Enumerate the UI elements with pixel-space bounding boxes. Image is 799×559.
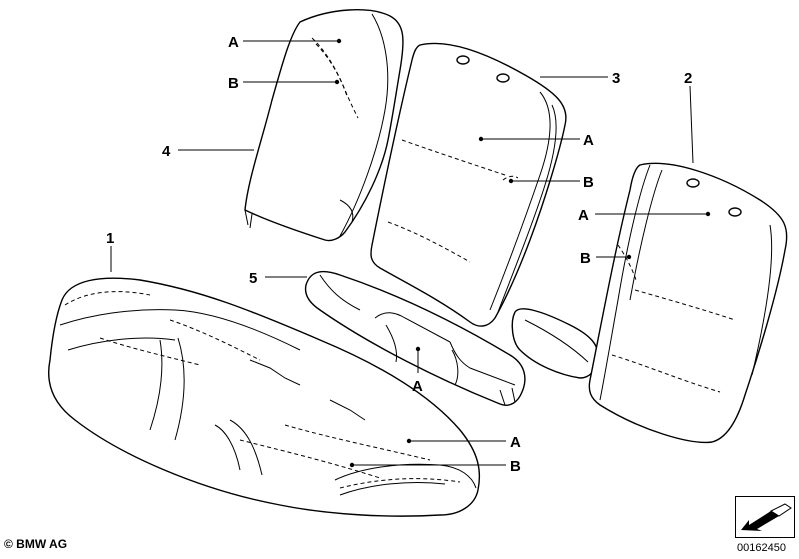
callout-2: 2	[684, 70, 692, 87]
part-4-side-bolster-cover	[244, 9, 404, 242]
callout-a-part2: A	[578, 207, 589, 224]
callout-a-part4: A	[228, 34, 239, 51]
callout-b-part3: B	[583, 174, 594, 191]
part-1-seat-cushion-cover	[48, 277, 481, 517]
part-3-center-backrest-cover	[370, 42, 567, 327]
callout-a-part3: A	[583, 132, 594, 149]
callout-4: 4	[162, 143, 171, 160]
callout-1: 1	[106, 230, 114, 247]
callout-a-part5: A	[412, 378, 423, 395]
leader-lines	[110, 38, 711, 468]
callout-b-part1: B	[510, 458, 521, 475]
callout-3: 3	[612, 70, 620, 87]
callout-labels: A B 4 3 A B 2 A B 1 5 A A B	[106, 34, 692, 475]
copyright-label: © BMW AG	[4, 537, 68, 551]
callout-5: 5	[249, 270, 257, 287]
image-id-label: 00162450	[737, 542, 786, 554]
part-5-center-channel-cover	[304, 270, 526, 406]
callout-b-part4: B	[228, 75, 239, 92]
callout-a-part1: A	[510, 434, 521, 451]
view-direction-arrow-icon	[735, 496, 795, 538]
callout-b-part2: B	[580, 250, 591, 267]
part-2-right-backrest-cover	[511, 162, 788, 444]
